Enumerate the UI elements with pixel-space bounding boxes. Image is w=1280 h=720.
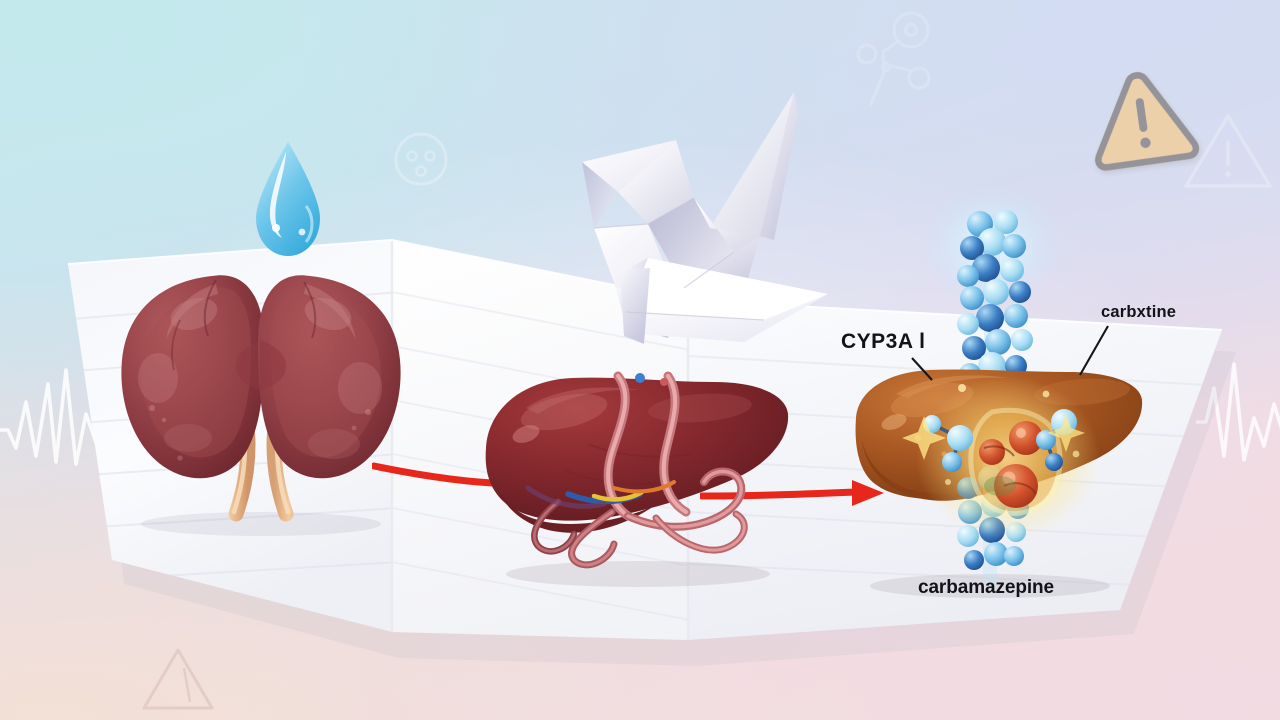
molecule-structure-watermark [845,8,965,113]
liver-with-vessels-illustration [468,352,798,590]
flow-arrow-liver-to-metabolism [698,470,900,523]
kidney-pair-illustration [96,262,426,536]
triangle-watermark [138,644,218,716]
pill-capsule-watermark [388,128,454,190]
drug-pointer-label: carbxtine [1101,303,1177,321]
drug-name-label: carbamazepine [918,577,1054,598]
origami-crane-illustration [498,88,848,344]
warning-triangle-icon [1076,58,1207,177]
water-droplet-icon [248,136,328,266]
ecg-waveform-right [1194,348,1280,483]
warning-triangle-watermark [1180,108,1276,194]
liver-cyp3a4-metabolism-illustration [840,186,1170,606]
cyp-enzyme-label: CYP3A l [841,330,926,353]
